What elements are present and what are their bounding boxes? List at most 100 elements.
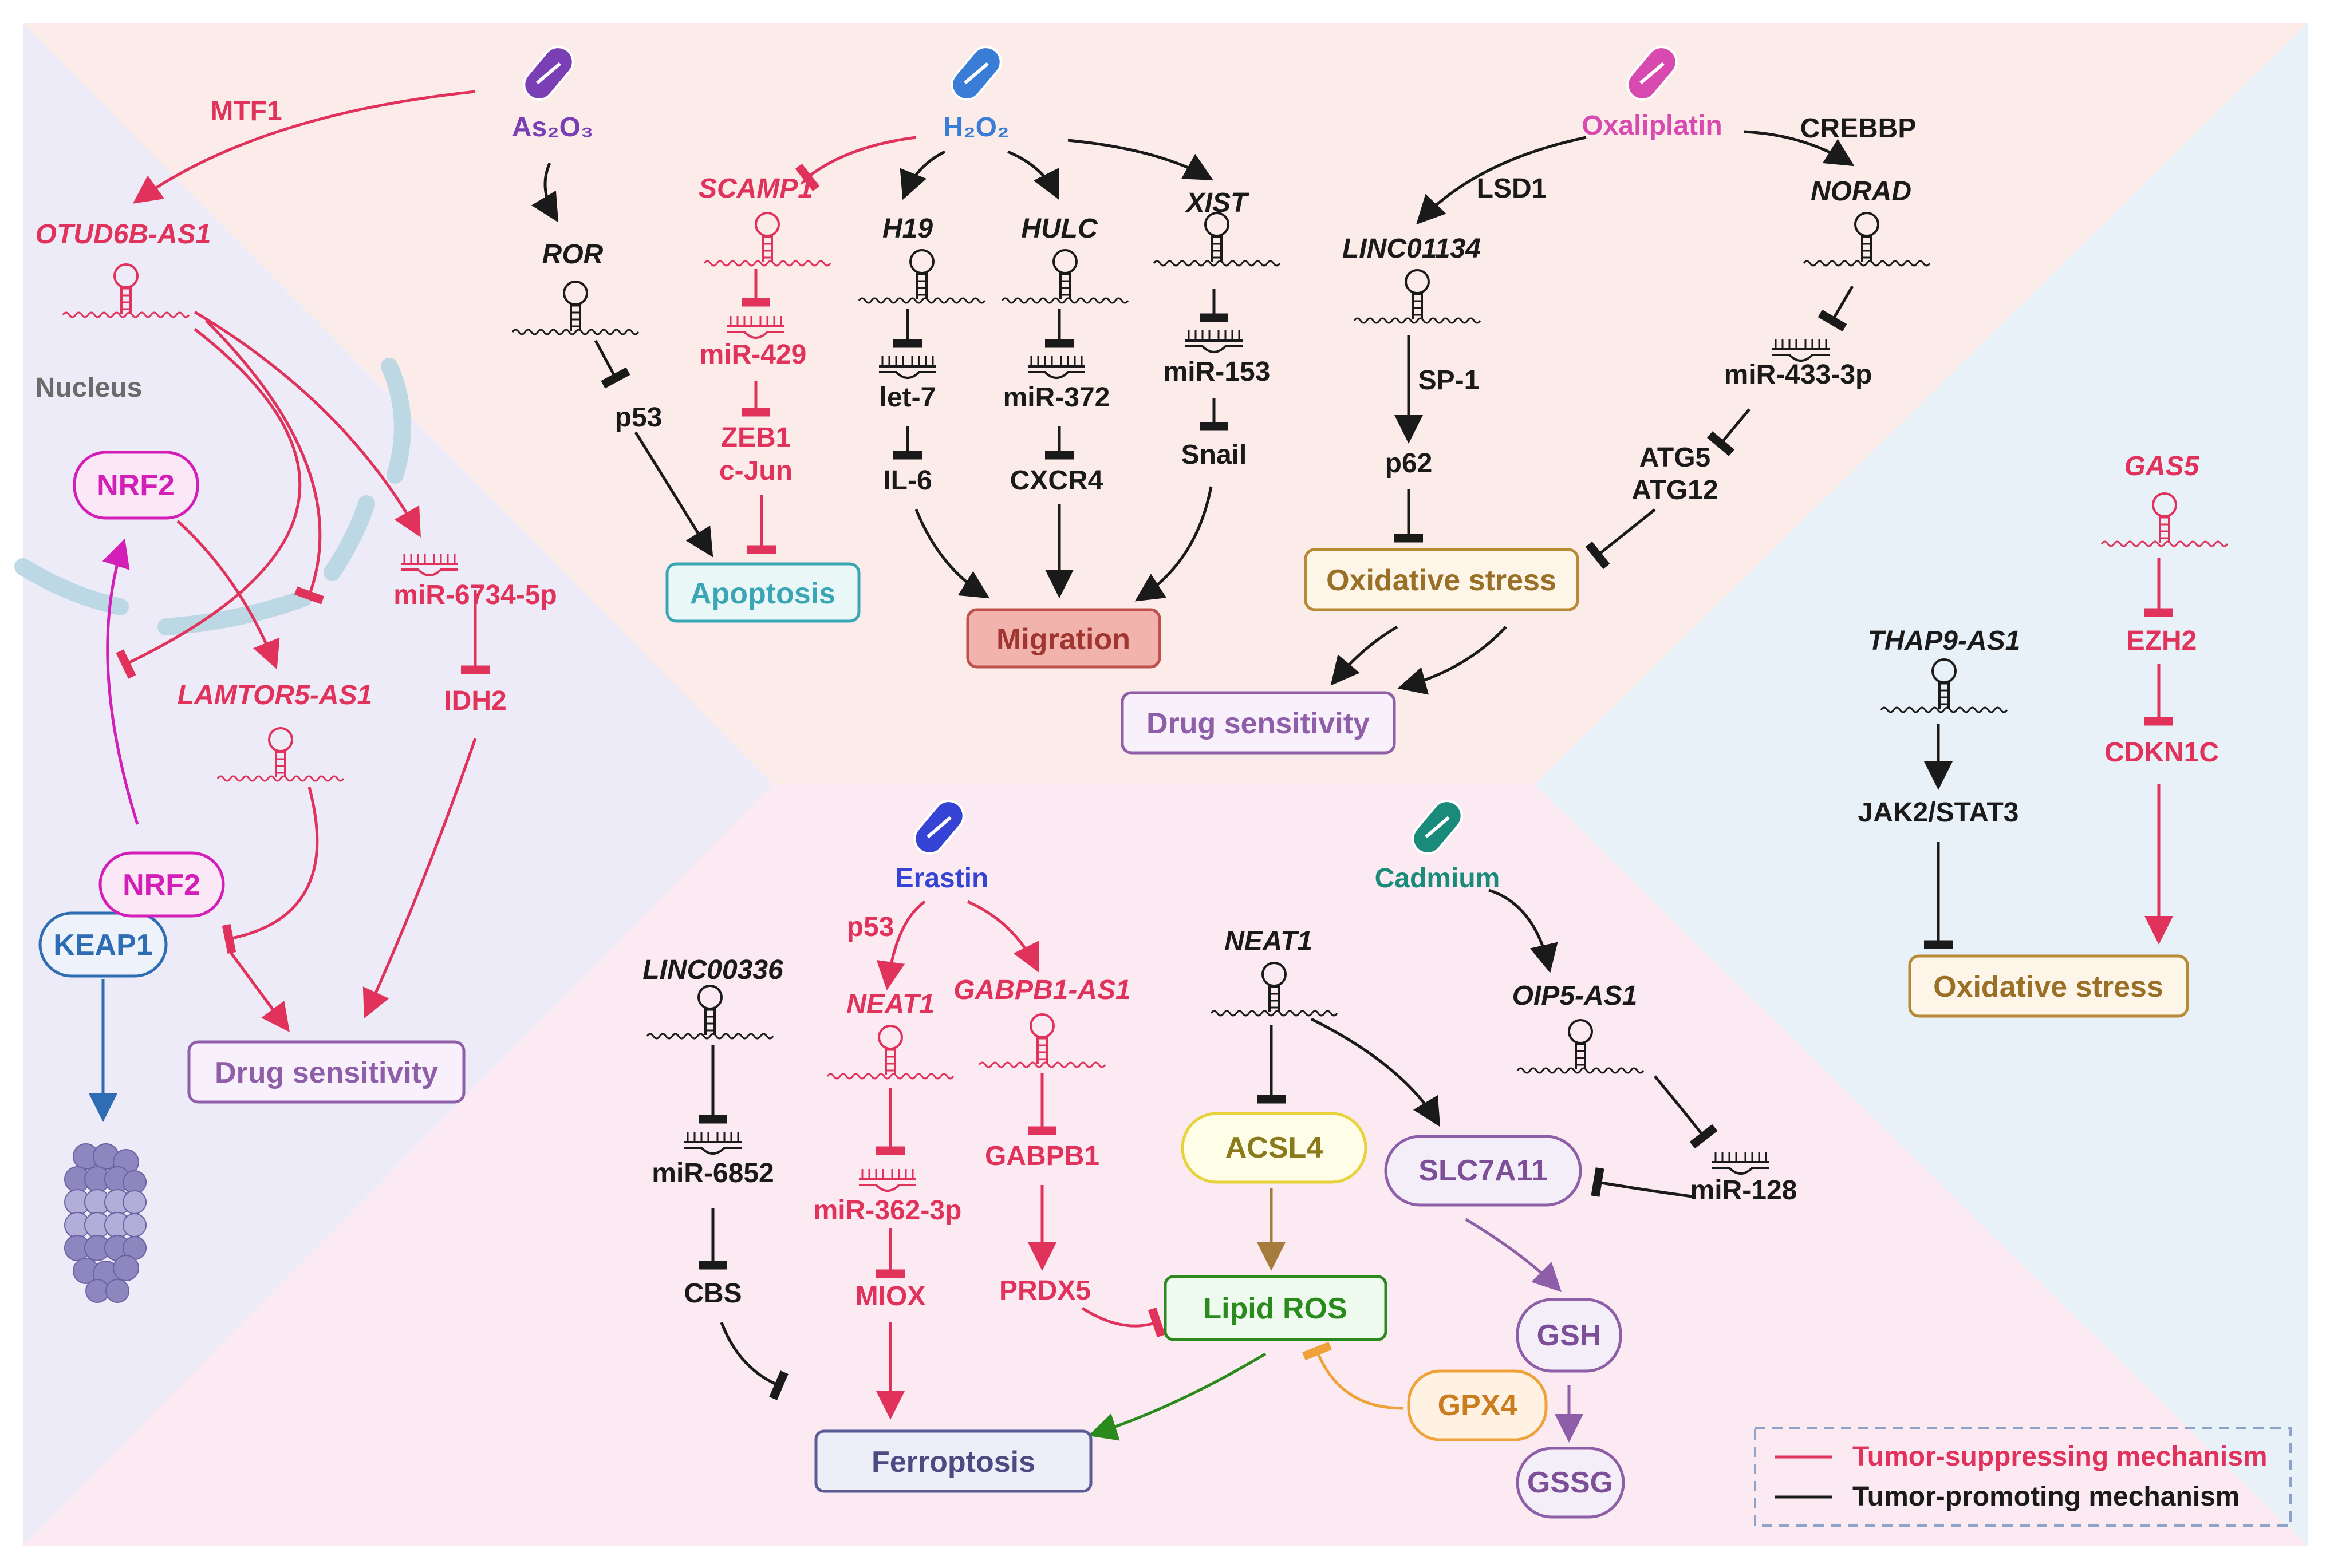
label-atg5: ATG5 — [1639, 443, 1710, 473]
label-mir153: miR-153 — [1164, 357, 1271, 387]
label-scamp1: SCAMP1 — [699, 173, 813, 204]
label-lsd1: LSD1 — [1477, 173, 1547, 204]
label-gabpb1: GABPB1 — [985, 1141, 1099, 1171]
label-crebbp: CREBBP — [1800, 113, 1917, 144]
label-h19: H19 — [882, 214, 933, 244]
arrow-as2o3-ror — [531, 162, 559, 223]
label-cdkn1c: CDKN1C — [2104, 737, 2219, 768]
box-slc7a11: SLC7A11 — [1384, 1135, 1582, 1207]
region-right — [1535, 23, 2308, 1546]
inhibit-lamtor5-nrf2keap1 — [222, 787, 319, 954]
arrow-neat1b-slc7a11 — [1310, 1017, 1441, 1127]
region-top — [23, 23, 2308, 784]
arrow-erastin-gabpb1as1 — [967, 900, 1039, 973]
keap1-node: KEAP1 — [38, 911, 168, 978]
inhibit-mir128-slc7a11 — [1591, 1167, 1693, 1198]
label-mir362: miR-362-3p — [814, 1195, 962, 1226]
label-norad: NORAD — [1811, 176, 1911, 207]
inhibit-prdx5-lipidros — [1081, 1306, 1166, 1338]
inhibit-oip5-mir128 — [1654, 1075, 1718, 1149]
label-mir429: miR-429 — [700, 339, 807, 370]
arrow-oxaliplatin-norad — [1743, 130, 1855, 167]
label-sp1: SP-1 — [1418, 365, 1480, 396]
label-h2o2: H₂O₂ — [944, 112, 1010, 143]
box-acsl4: ACSL4 — [1181, 1112, 1367, 1184]
label-erastin: Erastin — [896, 863, 989, 894]
label-gabpb1as1: GABPB1-AS1 — [953, 975, 1130, 1005]
arrow-il6-migration — [914, 509, 990, 599]
label-cxcr4: CXCR4 — [1010, 465, 1103, 496]
label-mir6852: miR-6852 — [652, 1158, 774, 1188]
label-cadmium: Cadmium — [1375, 863, 1500, 894]
label-cbs: CBS — [684, 1278, 742, 1309]
inhibit-mir433-atg — [1706, 408, 1751, 456]
label-mtf1: MTF1 — [210, 96, 282, 127]
box-drugsens-top: Drug sensitivity — [1121, 691, 1396, 755]
arrow-oxstress-drugsens-b — [1397, 626, 1507, 695]
legend-suppress-label: Tumor-suppressing mechanism — [1852, 1441, 2268, 1472]
box-gssg-label: GSSG — [1527, 1466, 1613, 1499]
label-cjun: c-Jun — [719, 456, 793, 486]
arrow-nrf2-drugsens — [227, 949, 290, 1033]
label-mir372: miR-372 — [1003, 382, 1110, 413]
inhibit-h2o2-scamp1 — [795, 136, 917, 192]
label-atg12: ATG12 — [1631, 475, 1718, 505]
arrow-cadmium-oip5 — [1488, 888, 1558, 973]
nrf2-bottom-label: NRF2 — [123, 868, 200, 902]
label-thap9: THAP9-AS1 — [1868, 626, 2021, 656]
inhibit-ror-p53 — [594, 339, 630, 389]
arrow-oxstress-drugsens-a — [1330, 625, 1398, 686]
box-oxstress-right-label: Oxidative stress — [1933, 970, 2163, 1004]
arrow-p53-apoptosis — [634, 431, 713, 558]
region-left — [23, 23, 773, 1546]
inhibit-atg-oxstress — [1585, 508, 1656, 570]
proteasome-icon — [64, 1143, 147, 1303]
nrf2-top-label: NRF2 — [97, 469, 175, 502]
label-oip5as1: OIP5-AS1 — [1512, 981, 1638, 1011]
box-apoptosis: Apoptosis — [665, 562, 861, 623]
box-lipidros-label: Lipid ROS — [1203, 1292, 1347, 1325]
arrow-mtf1-otud6b — [132, 90, 476, 204]
arrow-h2o2-xist — [1067, 139, 1213, 180]
box-acsl4-label: ACSL4 — [1225, 1131, 1323, 1164]
label-oxaliplatin: Oxaliplatin — [1582, 110, 1722, 141]
region-bottom — [23, 784, 2308, 1546]
box-drugsens-left: Drug sensitivity — [187, 1040, 466, 1104]
label-hulc: HULC — [1021, 214, 1098, 244]
box-gsh-label: GSH — [1537, 1319, 1602, 1352]
box-migration: Migration — [966, 608, 1161, 669]
label-nucleus: Nucleus — [36, 373, 143, 403]
label-xist: XIST — [1185, 188, 1249, 218]
label-mir128: miR-128 — [1690, 1175, 1797, 1206]
box-lipidros: Lipid ROS — [1164, 1275, 1387, 1341]
arrow-nrf2b-nrf2a — [102, 538, 139, 825]
label-mir433: miR-433-3p — [1724, 360, 1872, 390]
inhibit-otud6b-nrf2 — [205, 319, 325, 605]
box-gpx4-label: GPX4 — [1438, 1389, 1517, 1422]
inhibit-cbs-ferroptosis — [720, 1322, 789, 1400]
inhibit-norad-mir433 — [1818, 285, 1854, 332]
box-oxstress-right: Oxidative stress — [1908, 954, 2189, 1018]
label-zeb1: ZEB1 — [721, 422, 791, 453]
box-ferroptosis-label: Ferroptosis — [872, 1445, 1035, 1479]
label-il6: IL-6 — [883, 465, 932, 496]
box-drugsens-top-label: Drug sensitivity — [1146, 707, 1370, 740]
box-ferroptosis: Ferroptosis — [814, 1429, 1093, 1493]
label-snail: Snail — [1181, 440, 1247, 470]
label-prdx5: PRDX5 — [999, 1275, 1091, 1306]
label-let7: let-7 — [880, 382, 936, 413]
nrf2-bottom-node: NRF2 — [98, 851, 225, 918]
box-gpx4: GPX4 — [1407, 1369, 1548, 1441]
label-linc01134: LINC01134 — [1342, 234, 1481, 264]
arrow-h2o2-h19 — [900, 150, 946, 200]
arrow-otud6b-mir6734 — [194, 310, 421, 538]
keap1-label: KEAP1 — [53, 929, 152, 962]
arrow-snail-migration — [1134, 486, 1213, 602]
box-gsh: GSH — [1516, 1298, 1622, 1373]
arrow-oxaliplatin-linc01134 — [1416, 136, 1587, 225]
inhibit-otud6b-keap1pathway — [116, 328, 302, 679]
box-oxstress-top: Oxidative stress — [1304, 548, 1579, 611]
arrow-idh2-drugsens — [362, 738, 477, 1019]
arrow-erastin-neat1a — [876, 900, 926, 990]
